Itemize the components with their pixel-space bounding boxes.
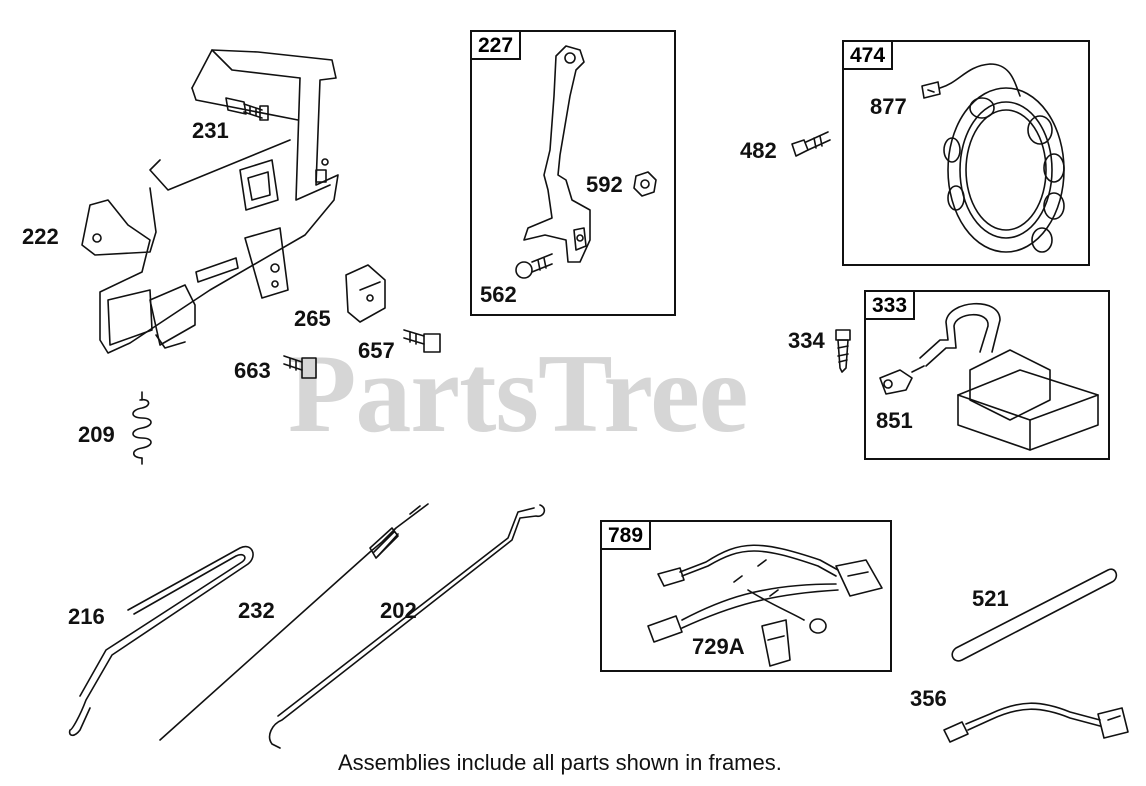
screw-657-drawing	[403, 329, 441, 353]
part-label-216: 216	[68, 604, 105, 629]
part-label-209: 209	[78, 422, 115, 447]
nut-592-drawing	[633, 171, 657, 197]
part-label-521: 521	[972, 586, 1009, 611]
link-216-drawing	[68, 545, 254, 737]
screw-482-drawing	[791, 131, 831, 157]
part-label-356: 356	[910, 686, 947, 711]
part-label-232: 232	[238, 598, 275, 623]
part-label-222: 222	[22, 224, 59, 249]
ignition-coil-333-drawing	[879, 302, 1099, 451]
alternator-474-drawing	[921, 63, 1065, 253]
spring-209-drawing	[132, 391, 152, 465]
part-label-265: 265	[294, 306, 331, 331]
watermark-logo: PartsTree	[288, 332, 749, 456]
part-label-482: 482	[740, 138, 777, 163]
part-label-729a: 729A	[692, 634, 745, 659]
screw-334-drawing	[835, 329, 851, 373]
control-bracket-drawing	[81, 49, 339, 354]
screw-562-drawing	[515, 253, 553, 279]
link-202-drawing	[268, 504, 546, 749]
part-label-851: 851	[876, 408, 913, 433]
part-label-231: 231	[192, 118, 229, 143]
part-label-877: 877	[870, 94, 907, 119]
assembly-tag-227: 227	[470, 30, 522, 60]
cable-232-drawing	[159, 503, 429, 741]
lever-227-drawing	[523, 45, 591, 263]
screw-663-drawing	[283, 355, 317, 379]
harness-789-drawing	[647, 544, 883, 667]
screw-231-drawing	[225, 97, 269, 121]
part-label-592: 592	[586, 172, 623, 197]
assembly-frame-789: 789	[600, 520, 892, 672]
assembly-frame-227: 227	[470, 30, 676, 316]
assembly-frame-474: 474	[842, 40, 1090, 266]
assembly-frame-333: 333	[864, 290, 1110, 460]
tube-521-drawing	[951, 568, 1118, 662]
wire-356-drawing	[943, 702, 1129, 743]
clip-265-drawing	[345, 264, 386, 323]
part-label-657: 657	[358, 338, 395, 363]
part-label-202: 202	[380, 598, 417, 623]
assembly-tag-333: 333	[864, 290, 916, 320]
part-label-663: 663	[234, 358, 271, 383]
part-label-562: 562	[480, 282, 517, 307]
assembly-tag-474: 474	[842, 40, 894, 70]
part-label-334: 334	[788, 328, 825, 353]
assembly-tag-789: 789	[600, 520, 652, 550]
footer-note: Assemblies include all parts shown in fr…	[338, 750, 782, 775]
